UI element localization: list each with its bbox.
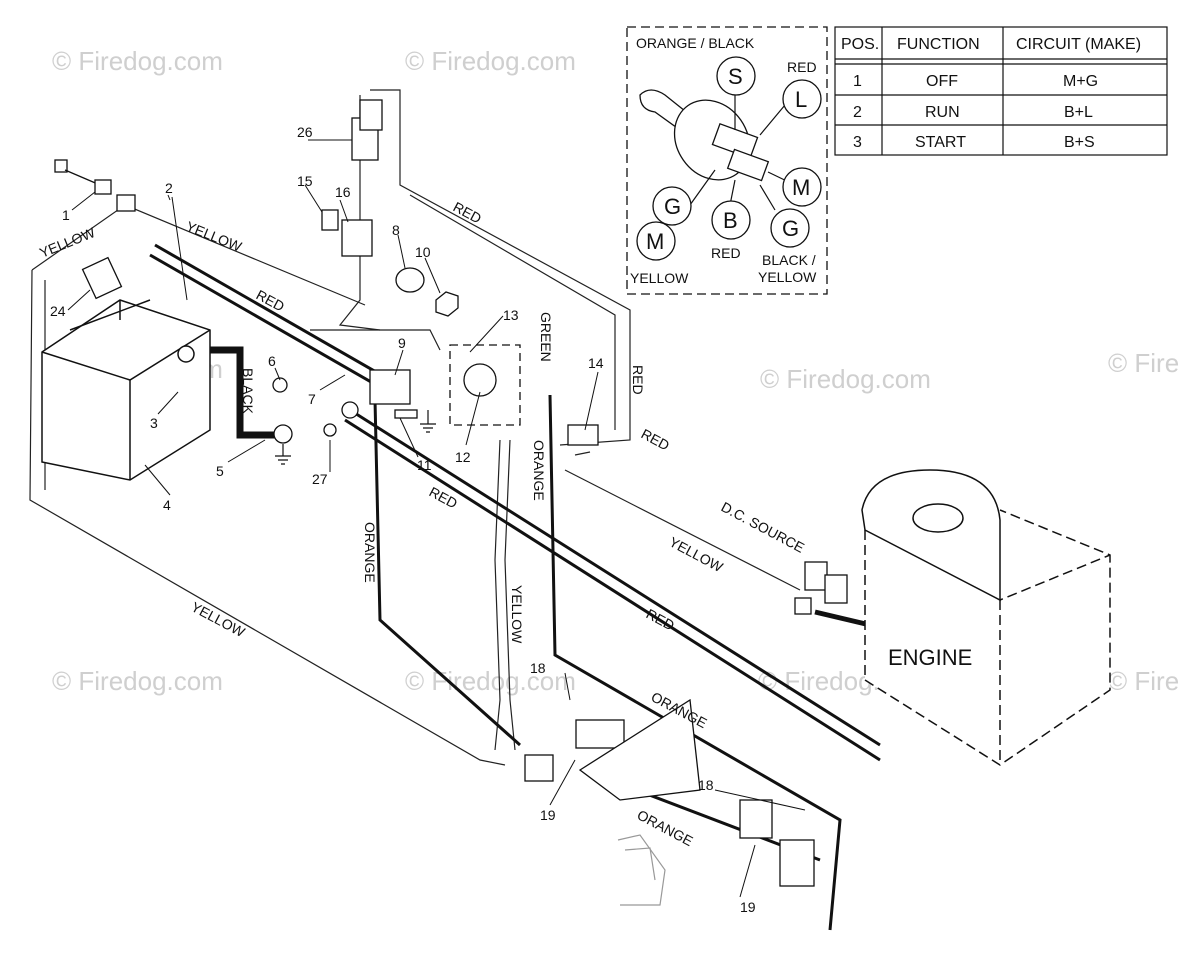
inset-label-black-yellow: YELLOW xyxy=(758,269,817,285)
table-cell: 1 xyxy=(853,73,862,90)
wire-label-orange: ORANGE xyxy=(362,522,378,583)
switch-table: POS. FUNCTION CIRCUIT (MAKE) 1 OFF M+G 2… xyxy=(834,26,1168,156)
battery xyxy=(41,299,211,481)
wire-label-red: RED xyxy=(427,484,461,512)
inset-label-yellow: YELLOW xyxy=(630,270,689,286)
terminal-label: M xyxy=(792,175,810,200)
inset-label-orange-black: ORANGE / BLACK xyxy=(636,35,755,51)
components xyxy=(54,99,848,887)
watermark: © Firedog.com xyxy=(52,46,223,76)
callout-number: 26 xyxy=(297,124,313,140)
callout-number: 27 xyxy=(312,471,328,487)
watermark: © Firedog.com xyxy=(760,364,931,394)
ignition-switch xyxy=(463,363,497,397)
callout-number: 19 xyxy=(540,807,556,823)
callout-number: 10 xyxy=(415,244,431,260)
callout-number: 6 xyxy=(268,353,276,369)
wire-label-green: GREEN xyxy=(538,312,554,362)
terminal-l xyxy=(782,79,822,119)
wire-label-orange: ORANGE xyxy=(531,440,547,501)
terminal-label: G xyxy=(782,216,799,241)
wire-label-orange: ORANGE xyxy=(635,807,696,850)
engine-label: ENGINE xyxy=(888,645,972,670)
callout-number: 7 xyxy=(308,391,316,407)
wire-label-yellow: YELLOW xyxy=(509,585,525,644)
callout-number: 3 xyxy=(150,415,158,431)
table-cell: RUN xyxy=(925,104,960,121)
table-cell: OFF xyxy=(926,73,958,90)
terminal-label: S xyxy=(728,64,743,89)
callout-number: 14 xyxy=(588,355,604,371)
terminal-m xyxy=(782,167,822,207)
watermark: © Firedog.com xyxy=(1108,666,1180,696)
callout-leaders xyxy=(67,139,806,898)
terminal-b xyxy=(711,200,751,240)
table-cell: B+S xyxy=(1064,134,1095,151)
watermark: © Firedog.com xyxy=(52,666,223,696)
callout-number: 12 xyxy=(455,449,471,465)
callout-number: 16 xyxy=(335,184,351,200)
terminal-label: B xyxy=(723,208,738,233)
inset-label-red: RED xyxy=(787,59,817,75)
watermark: © Firedog.com xyxy=(1108,348,1180,378)
callout-number: 8 xyxy=(392,222,400,238)
wire-label-yellow: YELLOW xyxy=(189,599,249,641)
callout-number: 11 xyxy=(417,457,432,473)
terminal-m xyxy=(636,221,676,261)
inset-label-red: RED xyxy=(711,245,741,261)
wire-label-yellow: YELLOW xyxy=(667,534,727,576)
callout-number: 4 xyxy=(163,497,171,513)
callout-number: 9 xyxy=(398,335,406,351)
dc-source-label: D.C. SOURCE xyxy=(719,499,808,556)
thin-wires xyxy=(29,89,801,766)
terminal-g xyxy=(770,208,810,248)
deck-bracket xyxy=(617,834,666,906)
table-cell: 2 xyxy=(853,104,862,121)
table-cell: B+L xyxy=(1064,104,1093,121)
terminal-s xyxy=(716,56,756,96)
wire-label-red: RED xyxy=(639,426,673,454)
callout-number: 15 xyxy=(297,173,313,189)
inset-label-black-yellow: BLACK / xyxy=(762,252,816,268)
table-cell: M+G xyxy=(1063,73,1098,90)
table-header: CIRCUIT (MAKE) xyxy=(1016,36,1141,53)
callout-number: 19 xyxy=(740,899,756,915)
callout-number: 18 xyxy=(698,777,714,793)
callout-number: 18 xyxy=(530,660,546,676)
wire-label-red: RED xyxy=(630,365,646,395)
table-header: FUNCTION xyxy=(897,36,980,53)
table-cell: 3 xyxy=(853,134,862,151)
terminal-label: L xyxy=(795,87,807,112)
terminal-label: M xyxy=(646,229,664,254)
ignition-switch-box xyxy=(449,344,521,426)
watermark: © Firedog.com xyxy=(405,46,576,76)
switch-inset: ORANGE / BLACK RED RED YELLOW BLACK / YE… xyxy=(626,26,828,295)
callout-number: 2 xyxy=(165,180,173,196)
engine: ENGINE xyxy=(861,469,1111,766)
engine-lead xyxy=(814,609,871,628)
wire-label-yellow: YELLOW xyxy=(37,224,98,261)
callouts: 1 2 3 4 5 6 7 8 9 10 11 12 13 14 15 16 1… xyxy=(50,124,756,915)
callout-number: 5 xyxy=(216,463,224,479)
callout-number: 13 xyxy=(503,307,519,323)
ground-symbol xyxy=(275,410,436,465)
table-header: POS. xyxy=(841,36,879,53)
table-cell: START xyxy=(915,134,966,151)
terminal-label: G xyxy=(664,194,681,219)
watermark: © Firedog.com xyxy=(405,666,576,696)
wire-label-yellow: YELLOW xyxy=(184,218,245,255)
callout-number: 24 xyxy=(50,303,66,319)
terminal-g xyxy=(652,186,692,226)
black-ground-cable xyxy=(205,346,275,439)
wire-label-black: BLACK xyxy=(240,368,256,415)
callout-number: 1 xyxy=(62,207,70,223)
